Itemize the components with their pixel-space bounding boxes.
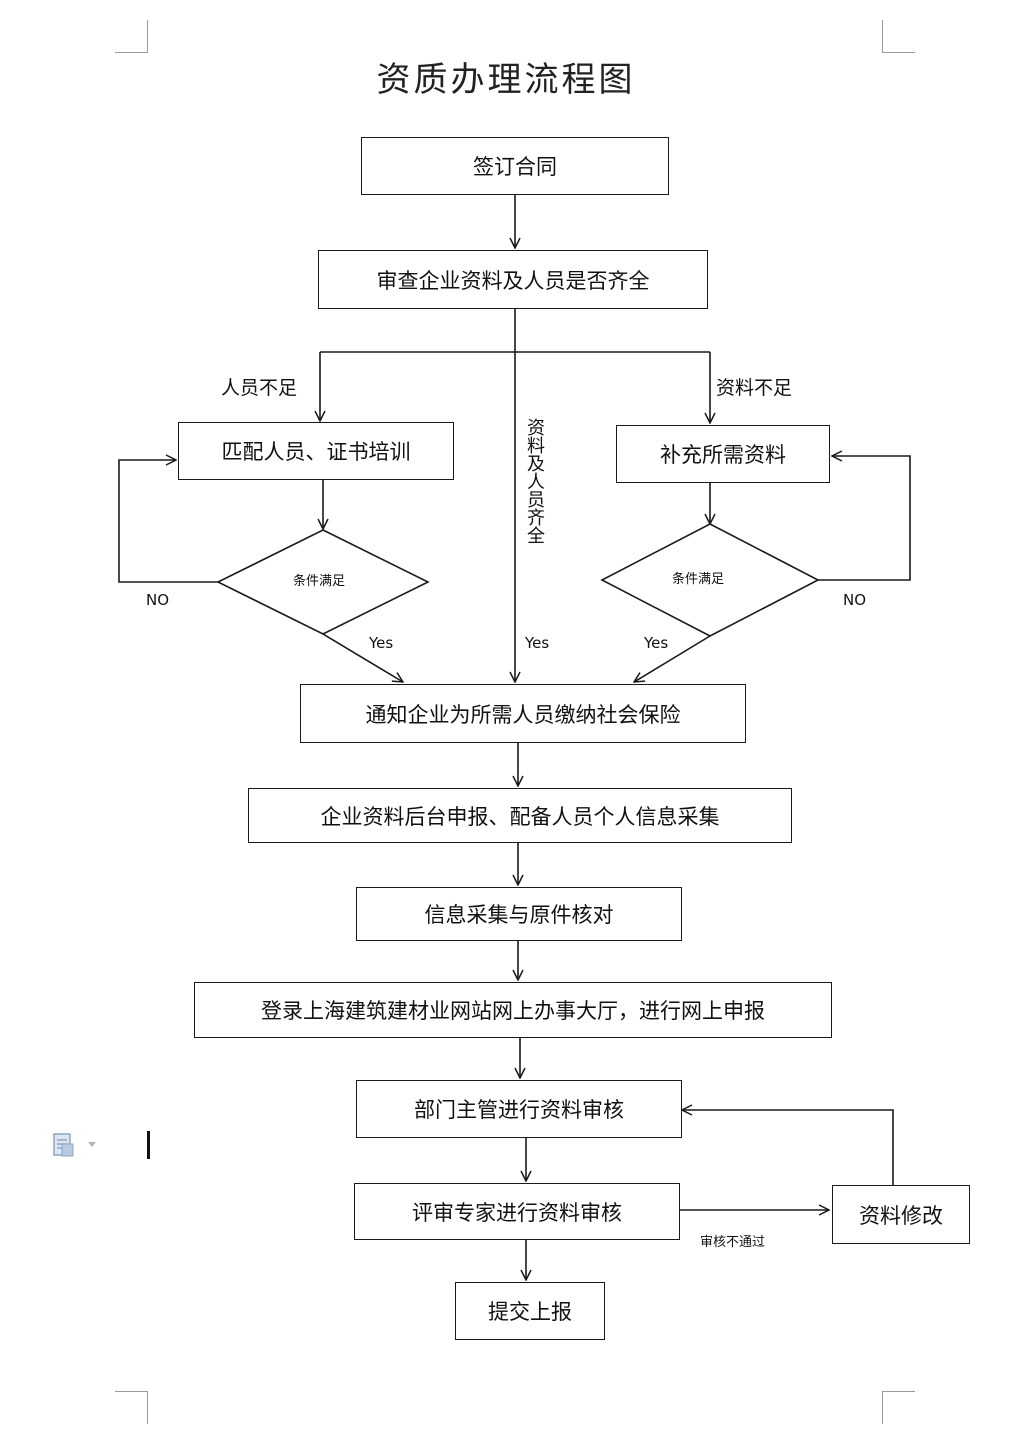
node-submit-report: 提交上报	[455, 1282, 605, 1340]
text-cursor	[147, 1131, 150, 1159]
node-backend-declare: 企业资料后台申报、配备人员个人信息采集	[248, 788, 792, 843]
label-review-failed: 审核不通过	[700, 1235, 766, 1250]
node-notify-insurance: 通知企业为所需人员缴纳社会保险	[300, 684, 746, 743]
edge-right-no-loop	[818, 456, 911, 581]
edge-right-yes	[634, 635, 711, 682]
paste-options-icon[interactable]	[50, 1130, 110, 1160]
label-yes-center: Yes	[525, 634, 550, 652]
node-expert-review: 评审专家进行资料审核	[354, 1183, 680, 1240]
condition-right-label: 条件满足	[672, 572, 725, 587]
label-materials-complete: 资料及人员齐全	[524, 418, 545, 544]
label-materials-short: 资料不足	[716, 377, 793, 399]
document-icon	[53, 1133, 96, 1157]
node-info-verify: 信息采集与原件核对	[356, 887, 682, 941]
node-dept-review: 部门主管进行资料审核	[356, 1080, 682, 1138]
page-corner-mark-bottom-left	[115, 1391, 148, 1424]
node-supplement-materials: 补充所需资料	[616, 425, 830, 483]
label-no-right: NO	[843, 591, 867, 609]
node-review-materials: 审查企业资料及人员是否齐全	[318, 250, 708, 309]
page-corner-mark-top-left	[115, 20, 148, 53]
label-yes-right: Yes	[644, 634, 669, 652]
page-corner-mark-bottom-right	[882, 1391, 915, 1424]
page-corner-mark-top-right	[882, 20, 915, 53]
node-match-personnel: 匹配人员、证书培训	[178, 422, 454, 480]
diagram-title: 资质办理流程图	[376, 60, 636, 100]
node-online-declare: 登录上海建筑建材业网站网上办事大厅，进行网上申报	[194, 982, 832, 1038]
edge-left-yes	[322, 633, 403, 682]
node-sign-contract: 签订合同	[361, 137, 669, 195]
edge-left-no-loop	[118, 460, 218, 583]
label-no-left: NO	[146, 591, 170, 609]
label-yes-left: Yes	[369, 634, 394, 652]
edge-modify-to-dept	[682, 1110, 894, 1185]
label-personnel-short: 人员不足	[221, 377, 298, 399]
condition-left-label: 条件满足	[293, 574, 346, 589]
node-modify-materials: 资料修改	[832, 1185, 970, 1244]
